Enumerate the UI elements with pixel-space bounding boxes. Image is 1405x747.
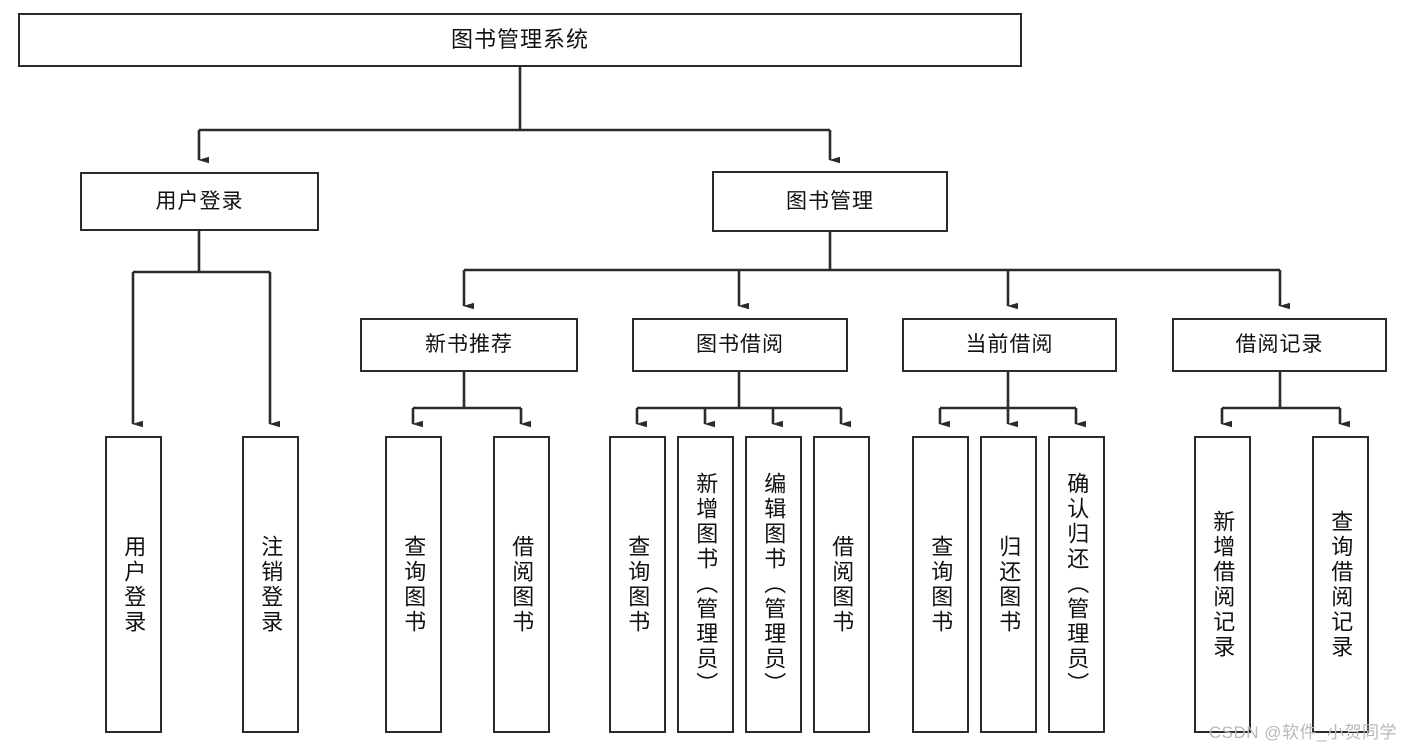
node-current-borrow-label: 当前借阅 — [965, 333, 1054, 357]
node-leaf-add-book-admin[interactable]: 新增图书（管理员） — [677, 436, 734, 733]
node-leaf-logout-label: 注销登录 — [258, 534, 284, 635]
node-leaf-query-book-current-label: 查询图书 — [928, 534, 954, 635]
node-leaf-query-borrow-record[interactable]: 查询借阅记录 — [1312, 436, 1369, 733]
node-leaf-query-book-borrow-label: 查询图书 — [625, 534, 651, 635]
node-leaf-logout[interactable]: 注销登录 — [242, 436, 299, 733]
node-book-manage-label: 图书管理 — [786, 189, 874, 213]
node-borrow-record[interactable]: 借阅记录 — [1172, 318, 1387, 372]
watermark: CSDN @软件_小贺同学 — [1208, 723, 1397, 742]
node-book-manage[interactable]: 图书管理 — [712, 171, 948, 232]
node-leaf-add-book-admin-label: 新增图书（管理员） — [693, 472, 719, 697]
node-borrow-record-label: 借阅记录 — [1235, 333, 1324, 357]
node-leaf-query-book-rec[interactable]: 查询图书 — [385, 436, 442, 733]
node-leaf-borrow-book-rec-label: 借阅图书 — [509, 534, 535, 635]
node-leaf-user-login-label: 用户登录 — [121, 534, 147, 635]
node-leaf-add-borrow-record[interactable]: 新增借阅记录 — [1194, 436, 1251, 733]
node-leaf-query-book-borrow[interactable]: 查询图书 — [609, 436, 666, 733]
node-book-borrow[interactable]: 图书借阅 — [632, 318, 848, 372]
node-leaf-borrow-book-rec[interactable]: 借阅图书 — [493, 436, 550, 733]
node-user-login-label: 用户登录 — [155, 189, 244, 213]
node-user-login[interactable]: 用户登录 — [80, 172, 319, 231]
node-current-borrow[interactable]: 当前借阅 — [902, 318, 1117, 372]
node-leaf-confirm-return-admin[interactable]: 确认归还（管理员） — [1048, 436, 1105, 733]
node-leaf-query-borrow-record-label: 查询借阅记录 — [1328, 509, 1354, 660]
node-root[interactable]: 图书管理系统 — [18, 13, 1022, 67]
node-book-borrow-label: 图书借阅 — [696, 333, 784, 357]
node-leaf-query-book-rec-label: 查询图书 — [401, 534, 427, 635]
node-leaf-confirm-return-admin-label: 确认归还（管理员） — [1064, 472, 1090, 697]
node-leaf-borrow-book[interactable]: 借阅图书 — [813, 436, 870, 733]
node-leaf-edit-book-admin[interactable]: 编辑图书（管理员） — [745, 436, 802, 733]
node-leaf-query-book-current[interactable]: 查询图书 — [912, 436, 969, 733]
node-leaf-return-book-label: 归还图书 — [996, 534, 1022, 635]
node-leaf-user-login[interactable]: 用户登录 — [105, 436, 162, 733]
node-leaf-borrow-book-label: 借阅图书 — [829, 534, 855, 635]
node-leaf-add-borrow-record-label: 新增借阅记录 — [1210, 509, 1236, 660]
node-new-book-rec[interactable]: 新书推荐 — [360, 318, 578, 372]
node-leaf-return-book[interactable]: 归还图书 — [980, 436, 1037, 733]
node-leaf-edit-book-admin-label: 编辑图书（管理员） — [761, 472, 787, 697]
node-new-book-rec-label: 新书推荐 — [425, 333, 513, 357]
node-root-label: 图书管理系统 — [450, 26, 589, 52]
